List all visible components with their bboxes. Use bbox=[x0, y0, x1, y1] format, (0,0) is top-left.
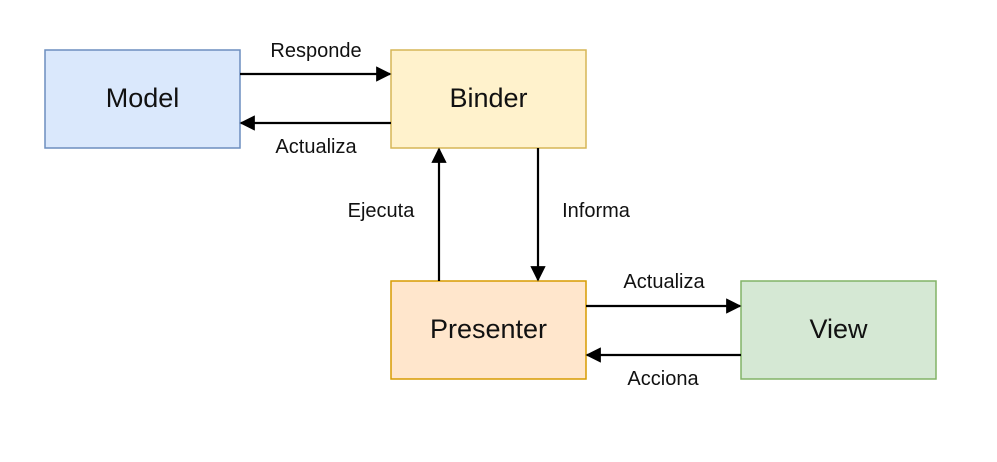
edge-label-acciona: Acciona bbox=[627, 368, 699, 390]
edge-label-actualiza-view: Actualiza bbox=[623, 271, 705, 293]
presenter-node: Presenter bbox=[390, 280, 587, 380]
model-label: Model bbox=[106, 83, 180, 113]
binder-node: Binder bbox=[390, 49, 587, 149]
edge-acciona: Acciona bbox=[585, 347, 741, 390]
edge-actualiza-view: Actualiza bbox=[586, 271, 742, 314]
presenter-label: Presenter bbox=[430, 314, 547, 344]
edge-label-informa: Informa bbox=[562, 200, 631, 222]
edge-label-ejecuta: Ejecuta bbox=[348, 200, 416, 222]
edge-informa: Informa bbox=[530, 148, 631, 282]
edge-responde: Responde bbox=[240, 40, 392, 82]
model-node: Model bbox=[44, 49, 241, 149]
binder-label: Binder bbox=[449, 83, 527, 113]
edge-actualiza-model: Actualiza bbox=[239, 115, 391, 158]
edge-ejecuta: Ejecuta bbox=[348, 147, 447, 281]
edge-label-responde: Responde bbox=[270, 40, 361, 62]
edge-label-actualiza-model: Actualiza bbox=[275, 136, 357, 158]
view-label: View bbox=[809, 314, 868, 344]
view-node: View bbox=[740, 280, 937, 380]
